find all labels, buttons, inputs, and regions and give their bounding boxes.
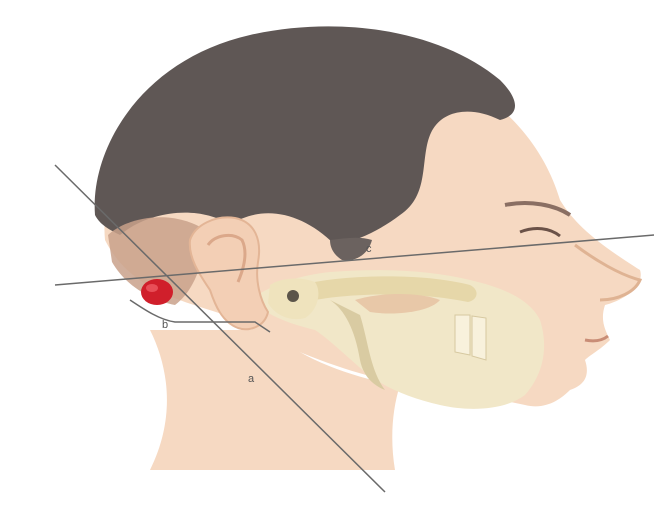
teeth (455, 315, 486, 360)
lesion (141, 279, 173, 305)
lesion-highlight (146, 284, 158, 292)
label-c: c (366, 243, 372, 255)
label-b: b (162, 319, 168, 331)
label-a: a (248, 373, 255, 385)
ear-canal (287, 290, 299, 302)
